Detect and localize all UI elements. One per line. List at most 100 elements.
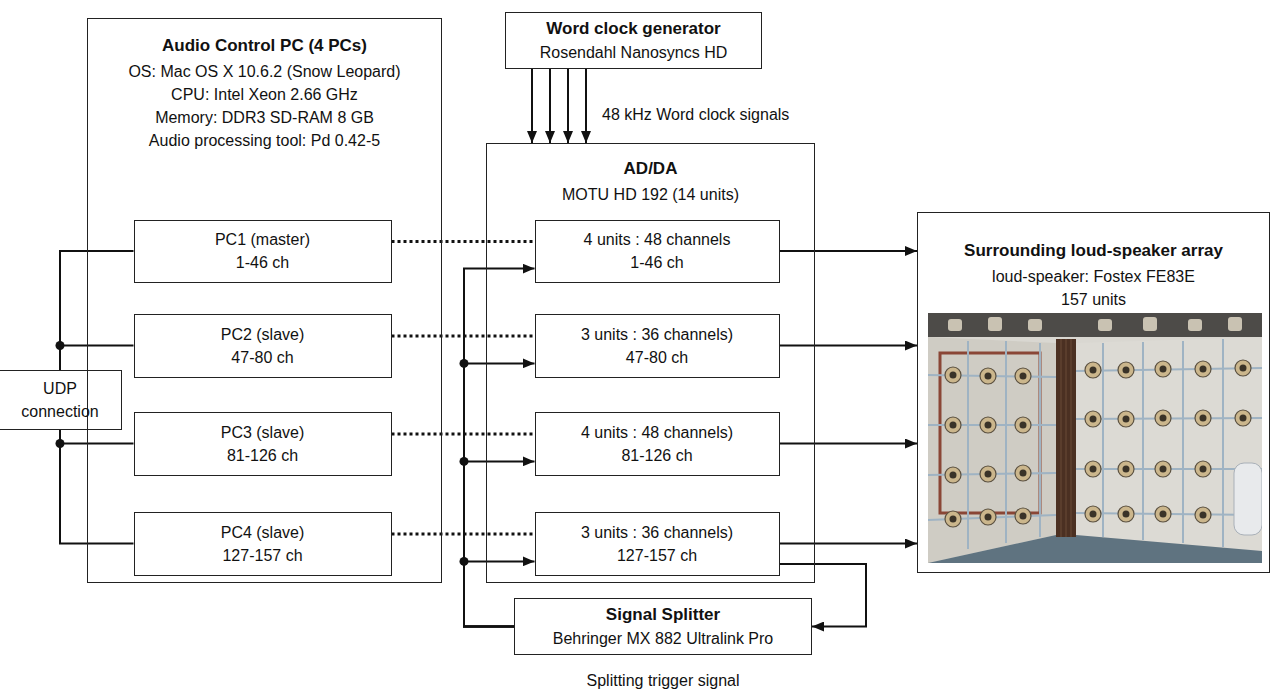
connector-line: [60, 430, 134, 444]
box-text: 157 units: [918, 288, 1269, 311]
box-text: loud-speaker: Fostex FE83E: [918, 265, 1269, 288]
connector-line: [464, 561, 535, 626]
network-line: [56, 430, 134, 448]
audio-arrow: [780, 345, 918, 346]
connector-line: [780, 345, 918, 347]
box-title: Word clock generator: [546, 17, 720, 41]
clock-arrows: [532, 69, 586, 144]
connector-line: [780, 564, 867, 627]
connector-line: [392, 240, 535, 243]
trigger-arrow: [460, 359, 535, 627]
ceiling-fixture: [1228, 317, 1242, 331]
converter-box: 4 units : 48 channels)81-126 ch: [535, 412, 780, 476]
box-text: Behringer MX 882 Ultralink Pro: [553, 627, 774, 650]
network-line: [56, 341, 134, 370]
connector-line: [585, 69, 587, 144]
converter-box: 3 units : 36 channels)127-157 ch: [535, 512, 780, 576]
network-box: UDP connection: [0, 370, 122, 430]
room-floor: [928, 535, 1262, 563]
wood-panel: [1056, 339, 1076, 537]
junction-dot: [460, 457, 469, 466]
speaker-icon: [1118, 411, 1134, 427]
ceiling-fixture: [948, 319, 962, 331]
pc-box: PC1 (master)1-46 ch: [134, 220, 392, 283]
box-title: Signal Splitter: [606, 603, 720, 627]
box-text: Audio processing tool: Pd 0.42-5: [88, 129, 441, 152]
speaker-icon: [980, 466, 996, 482]
box-text: PC3 (slave): [221, 421, 305, 444]
box-text: 3 units : 36 channels): [581, 323, 733, 346]
junction-dot: [460, 359, 469, 368]
converter-group-box: AD/DAMOTU HD 192 (14 units)4 units : 48 …: [486, 143, 815, 583]
speaker-icon: [980, 509, 996, 525]
box-text: PC2 (slave): [221, 323, 305, 346]
speaker-icon: [1085, 506, 1101, 522]
box-text: PC1 (master): [215, 228, 310, 251]
trigger-arrow: [460, 557, 535, 627]
signal-label: 48 kHz Word clock signals: [600, 103, 791, 126]
speaker-icon: [1155, 361, 1171, 377]
connector-line: [780, 543, 918, 545]
speaker-icon: [945, 467, 961, 483]
connector-line: [60, 430, 134, 544]
room-ceiling: [928, 313, 1262, 337]
box-text: Rosendahl Nanosyncs HD: [540, 41, 728, 64]
side-cylinder: [1234, 463, 1262, 535]
connector-line: [60, 346, 134, 371]
speaker-icon: [1085, 411, 1101, 427]
ceiling-fixture: [988, 317, 1002, 331]
speaker-icon: [980, 417, 996, 433]
network-line: [60, 430, 134, 544]
connector-line: [60, 251, 134, 370]
speaker-icon: [1155, 410, 1171, 426]
trigger-arrow: [464, 269, 535, 627]
splitter-box: Signal SplitterBehringer MX 882 Ultralin…: [514, 598, 812, 655]
speaker-icon: [1118, 362, 1134, 378]
pc-box: PC3 (slave)81-126 ch: [134, 412, 392, 476]
speaker-icon: [1085, 461, 1101, 477]
speaker-array-box: Surrounding loud-speaker arrayloud-speak…: [917, 212, 1270, 573]
speaker-icon: [1085, 362, 1101, 378]
room-photo: [928, 313, 1262, 563]
trigger-arrow: [460, 457, 535, 627]
speaker-icon: [1155, 461, 1171, 477]
left-wall: [928, 337, 1056, 563]
box-text: 47-80 ch: [231, 346, 293, 369]
pc-box: PC2 (slave)47-80 ch: [134, 314, 392, 378]
box-text: PC4 (slave): [221, 521, 305, 544]
box-title: Audio Control PC (4 PCs): [88, 34, 441, 58]
box-title: AD/DA: [487, 157, 814, 181]
speaker-icon: [945, 417, 961, 433]
box-text: 127-157 ch: [222, 544, 302, 567]
connector-line: [567, 69, 569, 144]
box-text: Memory: DDR3 SD-RAM 8 GB: [88, 106, 441, 129]
ceiling-fixture: [1188, 319, 1202, 331]
connector-line: [531, 69, 533, 144]
junction-dot: [56, 341, 65, 350]
box-text: 127-157 ch: [617, 544, 697, 567]
signal-label: Splitting trigger signal: [585, 669, 742, 692]
box-text: UDP connection: [8, 377, 112, 423]
speaker-icon: [1195, 361, 1211, 377]
pc-box: PC4 (slave)127-157 ch: [134, 512, 392, 576]
speaker-icon: [1118, 506, 1134, 522]
speaker-icon: [1015, 508, 1031, 524]
audio-arrow: [780, 443, 918, 444]
audio-arrow: [780, 543, 918, 544]
speaker-icon: [1118, 461, 1134, 477]
speaker-icon: [980, 368, 996, 384]
ceiling-fixture: [1028, 319, 1042, 331]
speaker-icon: [1235, 360, 1251, 376]
connector-line: [464, 269, 535, 627]
box-text: 1-46 ch: [630, 251, 683, 274]
box-text: 81-126 ch: [621, 444, 692, 467]
box-title: Surrounding loud-speaker array: [918, 239, 1269, 263]
box-text: CPU: Intel Xeon 2.66 GHz: [88, 83, 441, 106]
ceiling-fixture: [1143, 317, 1157, 331]
speaker-icon: [1195, 461, 1211, 477]
speaker-icon: [945, 367, 961, 383]
ceiling-fixture: [1098, 319, 1112, 331]
box-text: 3 units : 36 channels): [581, 521, 733, 544]
speaker-icon: [945, 511, 961, 527]
